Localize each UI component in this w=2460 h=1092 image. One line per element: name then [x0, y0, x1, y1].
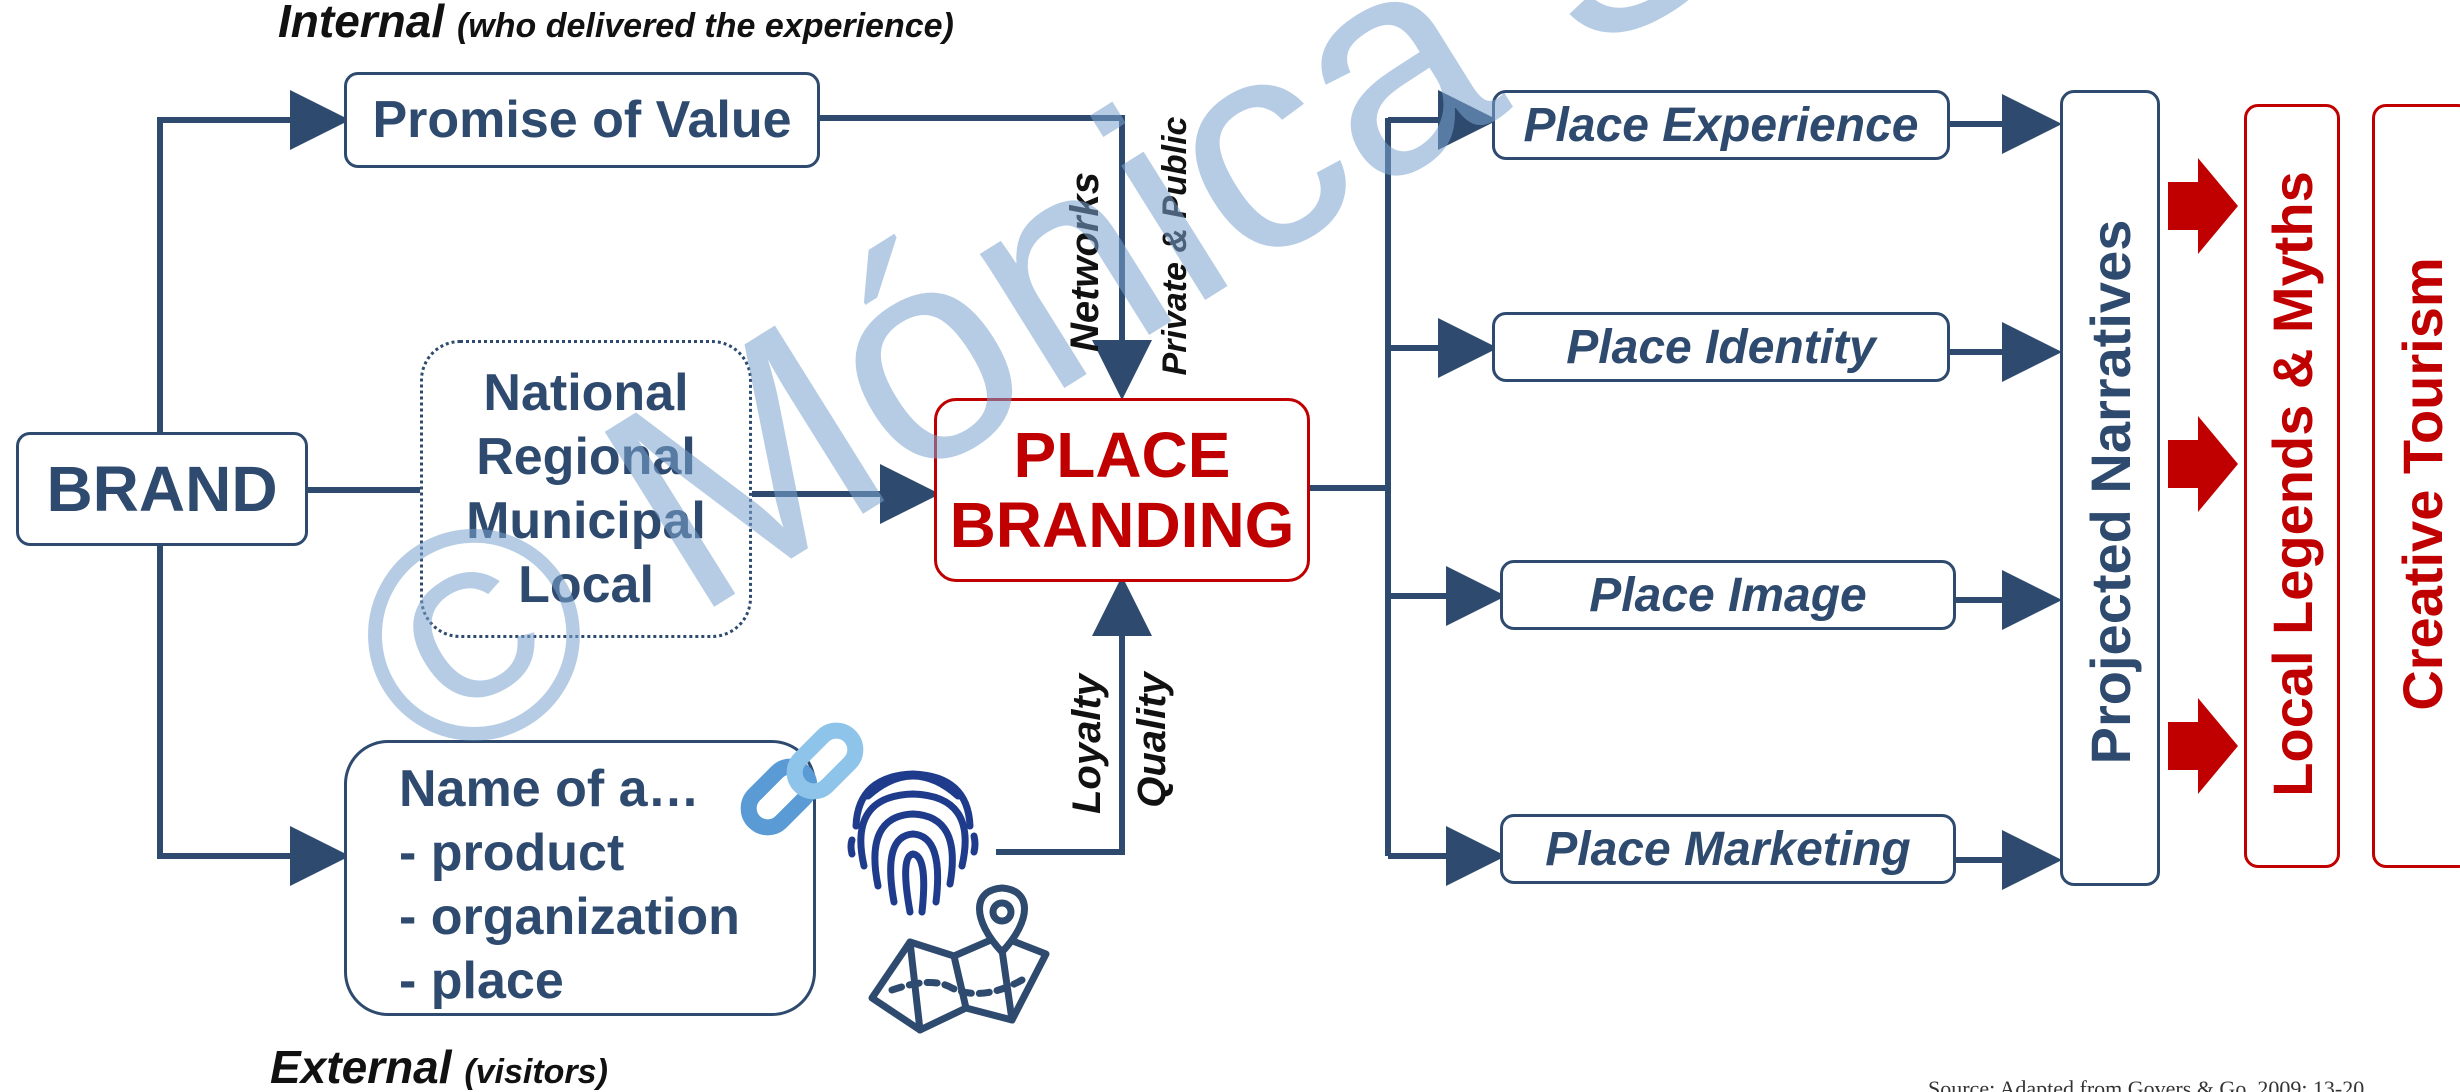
red-block-arrow-middle: [2168, 416, 2238, 512]
chain-link-icon: [740, 722, 864, 836]
name-to-center-arrow: [996, 576, 1152, 855]
name-of-place: - place: [399, 952, 564, 1010]
internal-heading: Internal (who delivered the experience): [278, 0, 954, 48]
place-branding-box: PLACE BRANDING: [934, 398, 1310, 582]
creative-tourism-box: [2372, 104, 2460, 868]
internal-heading-main: Internal: [278, 0, 445, 47]
private-public-label: Private & Public: [1155, 116, 1194, 376]
name-of-organization: - organization: [399, 888, 740, 946]
place-identity-label: Place Identity: [1566, 320, 1876, 374]
promise-of-value-box: Promise of Value: [344, 72, 820, 168]
red-block-arrow-bottom: [2168, 698, 2238, 794]
map-pin-icon: [868, 884, 1050, 1034]
level-municipal: Municipal: [466, 492, 706, 550]
internal-heading-sub: (who delivered the experience): [456, 7, 954, 45]
place-branding-line2: BRANDING: [949, 489, 1295, 561]
place-image-box: Place Image: [1500, 560, 1956, 630]
place-marketing-box: Place Marketing: [1500, 814, 1956, 884]
external-heading-main: External: [270, 1041, 452, 1092]
projected-narratives-label: Projected Narratives: [2078, 219, 2142, 765]
level-national: National: [483, 364, 689, 422]
place-experience-label: Place Experience: [1523, 98, 1919, 152]
loyalty-label: Loyalty: [1064, 673, 1109, 815]
name-of-box: Name of a… - product - organization - pl…: [344, 740, 816, 1016]
level-regional: Regional: [476, 428, 696, 486]
name-of-heading: Name of a…: [399, 760, 700, 818]
name-of-product: - product: [399, 824, 625, 882]
place-identity-box: Place Identity: [1492, 312, 1950, 382]
external-heading-sub: (visitors): [464, 1053, 608, 1091]
level-local: Local: [518, 556, 654, 614]
creative-tourism-label: Creative Tourism: [2390, 257, 2454, 711]
place-image-label: Place Image: [1589, 568, 1867, 622]
projected-narratives-box: [2060, 90, 2160, 886]
networks-label: Networks: [1062, 171, 1107, 353]
local-legends-label: Local Legends & Myths: [2260, 171, 2324, 797]
government-levels-box: National Regional Municipal Local: [420, 340, 752, 638]
external-heading: External (visitors): [270, 1040, 608, 1092]
brand-to-promise-arrow: [157, 90, 350, 432]
place-marketing-label: Place Marketing: [1545, 822, 1911, 876]
quality-label: Quality: [1129, 672, 1174, 808]
fingerprint-icon: [847, 770, 979, 916]
source-note: Source: Adapted from Govers & Go, 2009: …: [1928, 1076, 2365, 1092]
brand-label: BRAND: [46, 453, 278, 525]
promise-of-value-label: Promise of Value: [372, 91, 792, 149]
brand-box: BRAND: [16, 432, 308, 546]
brand-to-name-arrow: [157, 545, 350, 886]
red-block-arrow-top: [2168, 158, 2238, 254]
place-branding-line1: PLACE: [1013, 419, 1231, 491]
promise-to-center-arrow: [818, 115, 1152, 400]
local-legends-box: [2244, 104, 2340, 868]
place-experience-box: Place Experience: [1492, 90, 1950, 160]
